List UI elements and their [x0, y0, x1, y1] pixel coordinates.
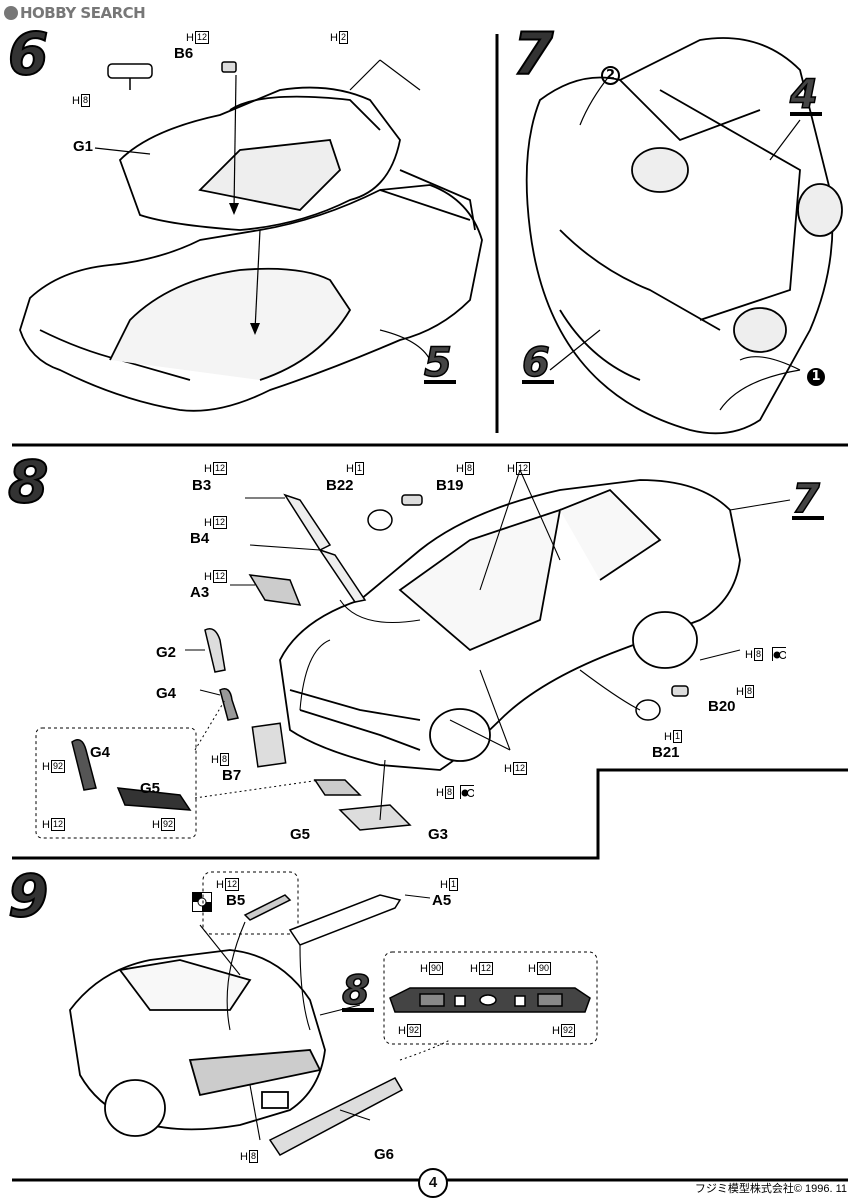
- car-body-front: [279, 479, 741, 771]
- interior-tub-part: [118, 86, 401, 231]
- ref-step-7: 7: [791, 475, 824, 523]
- step9-illustration: [69, 871, 598, 1156]
- part-label-b7: B7: [222, 767, 242, 784]
- step-number-7: 7: [512, 19, 554, 89]
- part-label-g5-detail: G5: [140, 780, 161, 797]
- part-label-b6: B6: [174, 45, 194, 62]
- hobby-search-logo-icon: [4, 6, 18, 20]
- ref-step-5: 5: [423, 339, 456, 387]
- copyright-text: フジミ模型株式会社© 1996. 11: [694, 1183, 847, 1195]
- part-label-g6: G6: [374, 1146, 395, 1163]
- page-number: 4: [418, 1168, 448, 1198]
- part-label-g3: G3: [428, 826, 449, 843]
- part-label-b22: B22: [326, 477, 354, 494]
- step-number-8: 8: [7, 447, 49, 517]
- spoiler-detail: [389, 987, 591, 1013]
- part-label-b20: B20: [708, 698, 736, 715]
- part-label-b5: B5: [226, 892, 246, 909]
- finish-symbol-icon-3: [192, 892, 212, 912]
- detail-box-spoiler: [383, 951, 598, 1045]
- part-label-b3: B3: [192, 477, 212, 494]
- assembled-body-underside: [525, 37, 843, 435]
- part-label-b19: B19: [436, 477, 464, 494]
- watermark: HOBBY SEARCH: [4, 4, 146, 22]
- step-number-6: 6: [7, 19, 49, 89]
- callout-1: 1: [807, 368, 825, 386]
- body-shell-part: [19, 169, 483, 412]
- rear-wing-parts: [243, 894, 404, 1156]
- finish-symbol-icon: [772, 647, 786, 661]
- callout-2: 2: [601, 66, 620, 85]
- part-label-g4-detail: G4: [90, 744, 111, 761]
- step8-illustration: [35, 469, 791, 839]
- part-label-g5: G5: [290, 826, 311, 843]
- rearview-mirror-part: [107, 61, 237, 90]
- step8-loose-parts: [204, 493, 689, 831]
- step7-illustration: [525, 37, 843, 435]
- ref-step-4: 4: [789, 71, 822, 119]
- ref-step-6: 6: [521, 339, 554, 387]
- part-label-b4: B4: [190, 530, 210, 547]
- part-label-g4: G4: [156, 685, 177, 702]
- ref-step-8: 8: [341, 967, 374, 1015]
- step-number-9: 9: [7, 861, 49, 931]
- part-label-a5: A5: [432, 892, 452, 909]
- step6-illustration: [19, 59, 483, 412]
- part-label-b21: B21: [652, 744, 680, 761]
- detail-parts: [71, 739, 192, 811]
- part-label-g2: G2: [156, 644, 177, 661]
- part-label-g1: G1: [73, 138, 94, 155]
- detail-box-b5: [202, 871, 299, 935]
- detail-box-g4-g5: [35, 727, 197, 839]
- part-label-a3: A3: [190, 584, 210, 601]
- finish-symbol-icon-2: [460, 785, 474, 799]
- car-body-rear: [69, 949, 326, 1137]
